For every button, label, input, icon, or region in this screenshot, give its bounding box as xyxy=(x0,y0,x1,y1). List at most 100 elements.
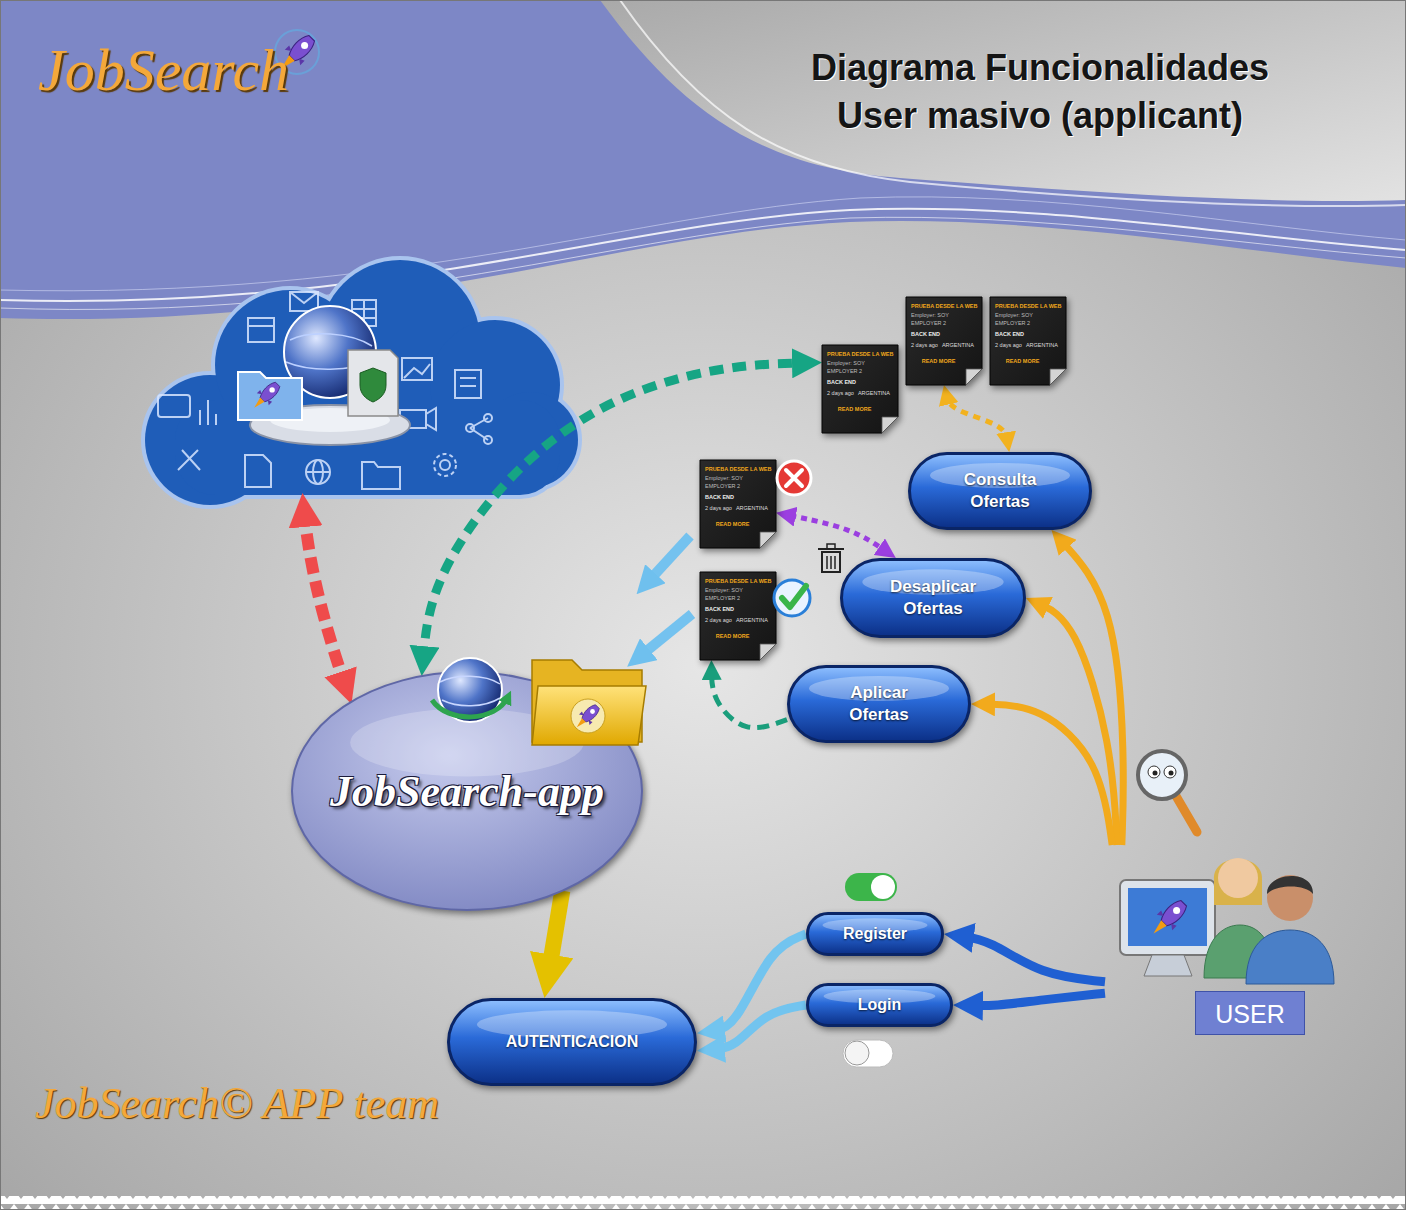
user-icon xyxy=(1246,930,1334,984)
reject-icon xyxy=(777,461,811,495)
trash-icon xyxy=(834,556,836,569)
pill-outline xyxy=(808,985,952,1026)
card-text: ARGENTINA xyxy=(942,342,974,349)
magnifier-icon xyxy=(1138,751,1197,832)
card-text: 2 days ago xyxy=(995,342,1022,349)
card-text: READ MORE xyxy=(705,521,772,528)
connector xyxy=(959,936,1105,982)
cloud-storage xyxy=(402,358,432,380)
card-outline xyxy=(700,460,776,548)
header-banner xyxy=(620,0,1406,206)
connector xyxy=(983,704,1112,845)
card-text: Employer: SOY EMPLOYER 2 xyxy=(705,587,772,602)
job-card: PRUEBA DESDE LA WEB Employer: SOY EMPLOYE… xyxy=(822,345,898,433)
header-banner xyxy=(0,197,1406,291)
trash-icon xyxy=(827,544,835,549)
title-holder: Diagrama Funcionalidades User masivo (ap… xyxy=(770,44,1310,140)
save-arrow xyxy=(646,536,690,584)
globe-icon xyxy=(432,658,508,722)
pill-outline xyxy=(808,914,943,955)
cloud-storage xyxy=(313,460,323,484)
app-ellipse: JobSearch-app xyxy=(290,670,644,912)
globe-icon xyxy=(432,697,508,717)
cloud-storage xyxy=(215,414,217,425)
cloud-storage xyxy=(455,370,481,398)
card-text: ARGENTINA xyxy=(1026,342,1058,349)
cloud-storage xyxy=(460,377,476,379)
magnifier-icon xyxy=(1164,766,1176,778)
connector xyxy=(423,363,807,661)
card-text: Employer: SOY EMPLOYER 2 xyxy=(827,360,894,375)
pill-outline xyxy=(908,452,1092,530)
card-text: ARGENTINA xyxy=(858,390,890,397)
cloud-storage xyxy=(158,395,190,417)
connector xyxy=(946,395,1007,442)
header-banner xyxy=(0,217,1406,309)
cloud-storage xyxy=(306,460,330,484)
node-label: Consulta Ofertas xyxy=(945,469,1055,513)
card-text: 2 days ago xyxy=(705,505,732,512)
folder-icon xyxy=(571,699,605,733)
card-outline xyxy=(760,532,776,548)
ellipse-outline xyxy=(292,672,642,910)
connector xyxy=(712,670,787,728)
ellipse-outline xyxy=(350,709,584,777)
user-icon xyxy=(1267,876,1313,894)
cloud-storage xyxy=(404,364,430,378)
user-icon xyxy=(1144,955,1192,976)
cloud-storage xyxy=(145,260,578,505)
toggle-switch xyxy=(845,1041,869,1065)
pill-outline xyxy=(910,454,1091,529)
card-text: READ MORE xyxy=(705,633,772,640)
node-label: Register xyxy=(843,924,907,945)
globe-icon xyxy=(440,676,500,706)
magnifier-icon xyxy=(1148,766,1160,778)
cloud-storage xyxy=(290,292,318,303)
pill-outline xyxy=(449,1000,696,1085)
job-card: PRUEBA DESDE LA WEBEmployer: SOY EMPLOYE… xyxy=(906,297,982,385)
job-card: PRUEBA DESDE LA WEBEmployer: SOY EMPLOYE… xyxy=(700,460,776,548)
header-banner xyxy=(600,0,1406,201)
cloud-storage xyxy=(254,382,280,408)
card-outline xyxy=(906,297,982,385)
card-text: PRUEBA DESDE LA WEB xyxy=(995,303,1062,310)
job-card: PRUEBA DESDE LA WEBEmployer: SOY EMPLOYE… xyxy=(990,297,1066,385)
card-text: PRUEBA DESDE LA WEB xyxy=(705,578,772,585)
cloud-storage xyxy=(470,428,488,440)
cloud-storage xyxy=(362,462,400,489)
cloud-storage xyxy=(245,455,271,487)
card-text: BACK END xyxy=(827,379,894,386)
card-text: Employer: SOY EMPLOYER 2 xyxy=(911,312,978,327)
logo-text: JobSearch xyxy=(38,36,289,105)
card-text: BACK END xyxy=(995,331,1062,338)
card-outline xyxy=(966,369,982,385)
header-banner xyxy=(0,0,1406,319)
auth-button: Login xyxy=(806,983,953,1027)
card-text: READ MORE xyxy=(911,358,978,365)
user-icon xyxy=(1214,859,1262,905)
card-outline xyxy=(700,460,776,548)
trash-icon xyxy=(822,552,840,572)
card-outline xyxy=(990,297,1066,385)
connector xyxy=(786,515,888,553)
action-button: Desaplicar Ofertas xyxy=(840,558,1026,638)
user-icon xyxy=(1218,858,1258,898)
header-banner xyxy=(0,209,1406,301)
accept-icon xyxy=(774,580,810,616)
connector xyxy=(711,934,806,1031)
team-caption: JobSearch© APP team xyxy=(35,1078,439,1129)
connector xyxy=(711,1005,806,1050)
card-text: PRUEBA DESDE LA WEB xyxy=(827,351,894,358)
cloud-storage xyxy=(306,471,330,473)
toggle-switch xyxy=(845,873,897,901)
user-icon xyxy=(1204,925,1274,978)
cloud-storage xyxy=(207,400,209,425)
sync-arrow xyxy=(304,510,346,688)
process-box: AUTENTICACION xyxy=(447,998,697,1086)
cloud-storage xyxy=(460,385,476,387)
card-text: 2 days ago xyxy=(705,617,732,624)
toggle-switch xyxy=(843,873,897,1067)
